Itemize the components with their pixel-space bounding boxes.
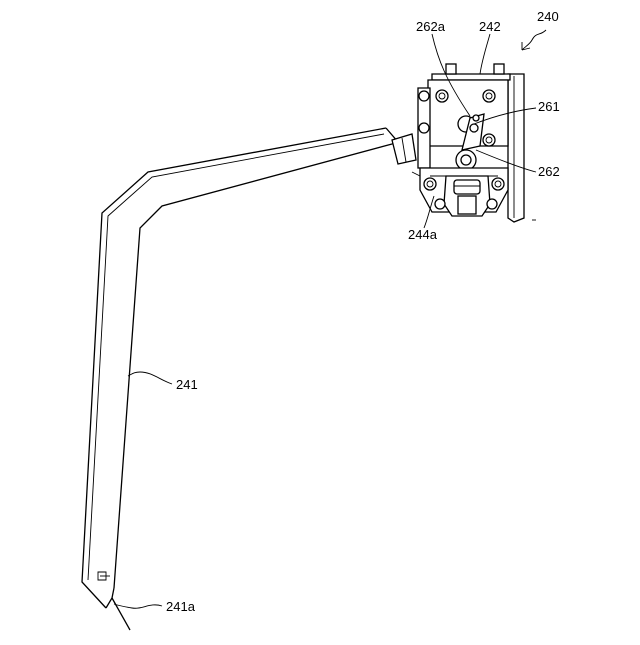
label-240: 240	[537, 9, 559, 24]
label-241: 241	[176, 377, 198, 392]
leader-241a	[114, 604, 162, 608]
label-244a: 244a	[408, 227, 438, 242]
label-262a: 262a	[416, 19, 446, 34]
leader-241	[128, 372, 172, 384]
label-262: 262	[538, 164, 560, 179]
leader-242	[480, 34, 490, 74]
label-241a: 241a	[166, 599, 196, 614]
label-261: 261	[538, 99, 560, 114]
label-242: 242	[479, 19, 501, 34]
bracket-242	[412, 64, 536, 222]
leader-240	[522, 30, 546, 50]
arm-241	[82, 128, 416, 630]
